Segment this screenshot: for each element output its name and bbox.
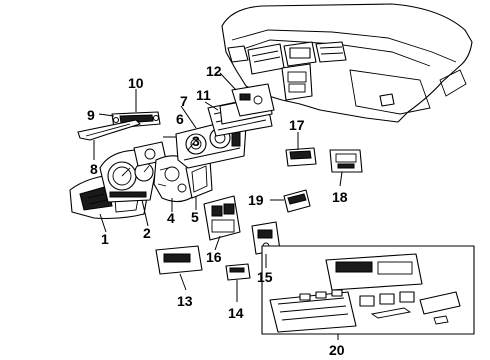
callout-4: 4: [167, 210, 175, 226]
callout-19: 19: [248, 192, 264, 208]
part-12-board: [231, 83, 275, 117]
leader-lines: [93, 72, 343, 340]
callout-5: 5: [191, 209, 199, 225]
callout-18: 18: [332, 189, 348, 205]
callout-15: 15: [257, 269, 273, 285]
part-4-circuit: [153, 155, 195, 203]
callout-17: 17: [289, 117, 305, 133]
callout-7: 7: [180, 93, 188, 109]
callout-9: 9: [87, 107, 95, 123]
part-5-lens: [185, 159, 213, 199]
part-14-small-switch: [225, 263, 251, 281]
part-17-switch: [285, 147, 317, 167]
callout-10: 10: [128, 75, 144, 91]
part-19-plug: [283, 189, 311, 213]
part-18-switch: [329, 149, 363, 173]
callout-11: 11: [196, 87, 211, 103]
callout-12: 12: [206, 63, 222, 79]
callout-20: 20: [329, 342, 345, 358]
callout-16: 16: [206, 249, 222, 265]
part-20-control-assembly: [261, 245, 475, 335]
callout-8: 8: [90, 161, 98, 177]
part-16-switch-block: [203, 195, 241, 241]
part-13-module: [155, 245, 203, 275]
callout-13: 13: [177, 293, 193, 309]
callout-labels: 10 9 8 1 2 3 4 5 6 7 11 12 13 14 15 16 1…: [87, 63, 348, 358]
callout-2: 2: [143, 225, 151, 241]
dashboard-outline: [221, 3, 473, 123]
callout-6: 6: [176, 111, 184, 127]
callout-3: 3: [192, 133, 200, 149]
callout-14: 14: [228, 305, 244, 321]
part-8-strip: [77, 119, 141, 141]
callout-1: 1: [101, 231, 109, 247]
